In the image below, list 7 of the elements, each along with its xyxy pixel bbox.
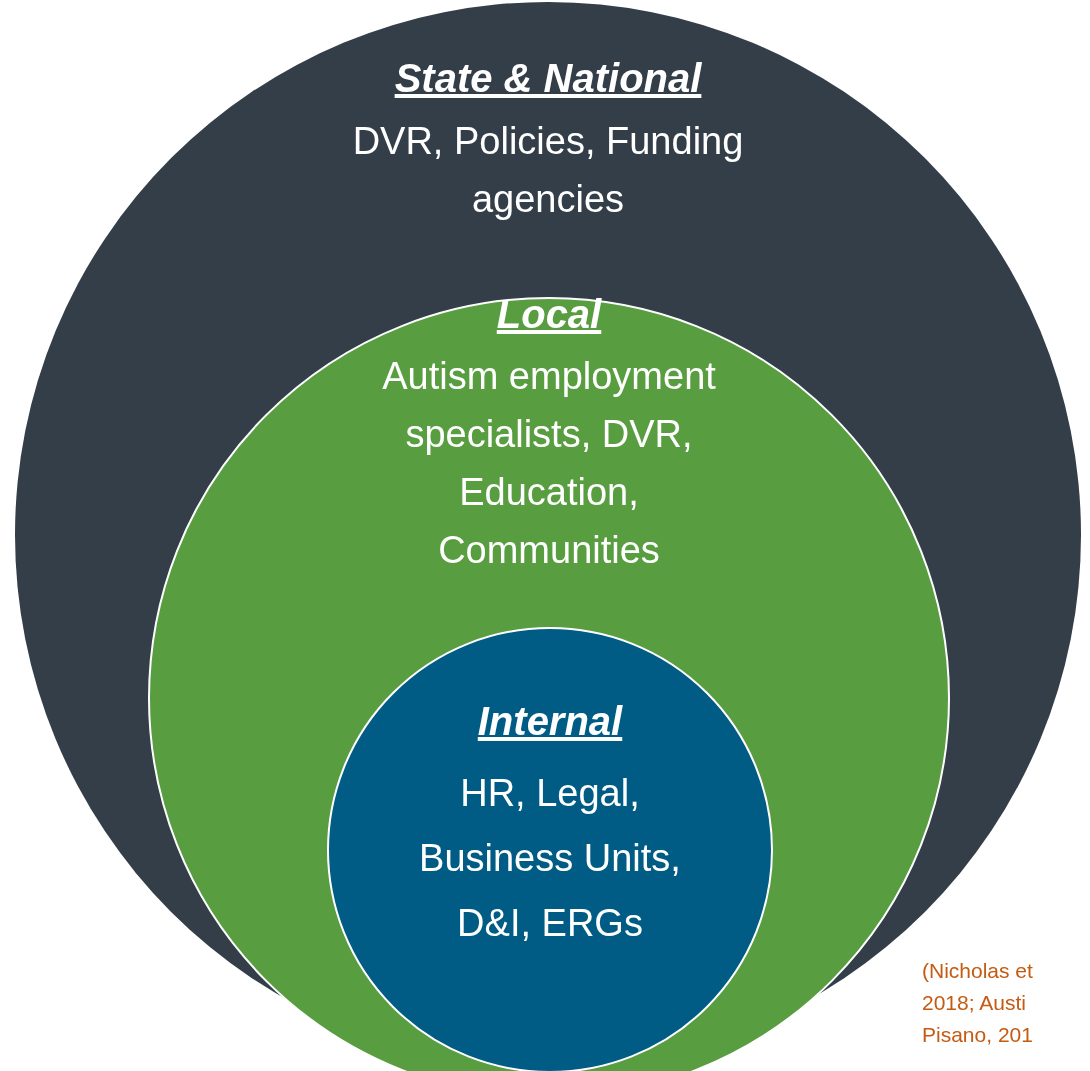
citation: (Nicholas et 2018; Austi Pisano, 201 [922, 958, 1034, 1048]
description: Autism employment specialists, DVR, Education, Communities [381, 354, 717, 573]
heading: State & National [394, 56, 702, 101]
heading: Internal [477, 699, 623, 744]
description: HR, Legal, Business Units, D&I, ERGs [418, 771, 682, 946]
description: DVR, Policies, Funding agencies [351, 119, 745, 222]
heading: Local [496, 292, 602, 337]
